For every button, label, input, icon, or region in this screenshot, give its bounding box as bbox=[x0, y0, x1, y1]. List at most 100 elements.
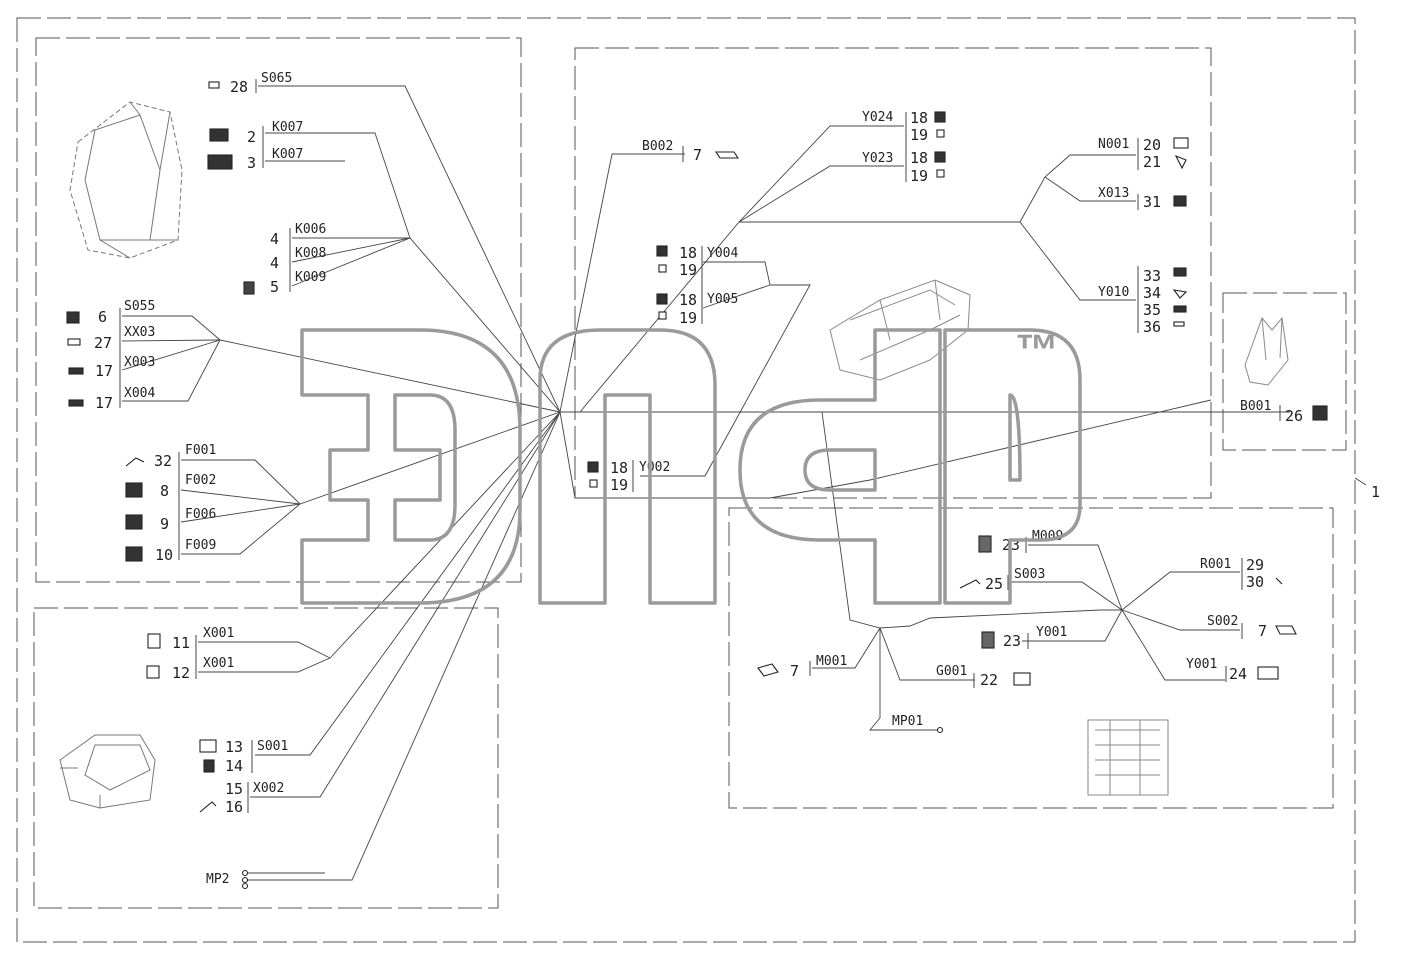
label-n001: N001 bbox=[1098, 137, 1129, 152]
label-y005: Y005 bbox=[707, 292, 738, 307]
label-y023: Y023 bbox=[862, 151, 893, 166]
label-x001-b: X001 bbox=[203, 656, 234, 671]
connector-3-icon bbox=[207, 154, 233, 170]
label-s065: S065 bbox=[261, 71, 292, 86]
seal-19c-icon bbox=[658, 264, 667, 273]
pos-15: 15 bbox=[225, 780, 243, 798]
label-k007-a: K007 bbox=[272, 120, 303, 135]
cab-illustration bbox=[69, 101, 183, 259]
pos-25: 25 bbox=[985, 575, 1003, 593]
pos-23-m009: 23 bbox=[1002, 536, 1020, 554]
reference-codes: S065 K007 K007 K006 K008 K009 S055 XX03 … bbox=[124, 71, 1271, 887]
label-s055: S055 bbox=[124, 299, 155, 314]
pos-28: 28 bbox=[230, 78, 248, 96]
pos-11: 11 bbox=[172, 634, 190, 652]
connector-7-b002-icon bbox=[714, 151, 740, 159]
connector-32-icon bbox=[125, 457, 145, 467]
pos-34: 34 bbox=[1143, 284, 1161, 302]
pos-7-m001: 7 bbox=[790, 662, 799, 680]
label-xx03: XX03 bbox=[124, 325, 155, 340]
connector-22-icon bbox=[1013, 672, 1031, 686]
connector-12-icon bbox=[146, 665, 160, 679]
engine-cover-illustration bbox=[59, 734, 156, 809]
seal-19d-icon bbox=[658, 311, 667, 320]
pos-19-y004: 19 bbox=[679, 261, 697, 279]
pos-13: 13 bbox=[225, 738, 243, 756]
pos-36: 36 bbox=[1143, 318, 1161, 336]
pos-14: 14 bbox=[225, 757, 243, 775]
label-x002: X002 bbox=[253, 781, 284, 796]
pos-24: 24 bbox=[1229, 665, 1247, 683]
connector-17b-icon bbox=[68, 399, 84, 407]
label-mp2: MP2 bbox=[206, 872, 229, 887]
terminal-36-icon bbox=[1173, 321, 1185, 327]
pos-17-b: 17 bbox=[95, 394, 113, 412]
connector-25-icon bbox=[959, 579, 981, 589]
connector-18e-icon bbox=[587, 461, 599, 473]
pos-27: 27 bbox=[94, 334, 112, 352]
connector-icons bbox=[66, 81, 1328, 890]
label-m001: M001 bbox=[816, 654, 847, 669]
connector-18c-icon bbox=[656, 245, 668, 257]
label-k008: K008 bbox=[295, 246, 326, 261]
seal-19e-icon bbox=[589, 479, 598, 488]
connector-28-icon bbox=[208, 81, 220, 89]
harness-wires bbox=[121, 85, 1290, 881]
position-numbers: 28 2 3 4 4 5 6 27 17 17 32 8 9 10 11 12 … bbox=[94, 78, 1380, 816]
leader-1 bbox=[1354, 477, 1367, 486]
pos-7-s002: 7 bbox=[1258, 622, 1267, 640]
label-x004: X004 bbox=[124, 386, 155, 401]
pos-18-y005: 18 bbox=[679, 291, 697, 309]
label-m009: M009 bbox=[1032, 529, 1063, 544]
label-r001: R001 bbox=[1200, 557, 1231, 572]
pos-4-a: 4 bbox=[270, 230, 279, 248]
label-g001: G001 bbox=[936, 664, 967, 679]
pos-3: 3 bbox=[247, 154, 256, 172]
pos-18-y024: 18 bbox=[910, 109, 928, 127]
connector-23a-icon bbox=[978, 535, 992, 553]
mp01-point-icon bbox=[936, 726, 944, 734]
pos-35: 35 bbox=[1143, 301, 1161, 319]
label-k007-b: K007 bbox=[272, 147, 303, 162]
connector-7-s002-icon bbox=[1275, 625, 1297, 635]
pos-2: 2 bbox=[247, 128, 256, 146]
pos-18-y002: 18 bbox=[610, 459, 628, 477]
label-y001-a: Y001 bbox=[1036, 625, 1067, 640]
label-s001: S001 bbox=[257, 739, 288, 754]
label-f006: F006 bbox=[185, 507, 216, 522]
pos-19-y002: 19 bbox=[610, 476, 628, 494]
connector-14-icon bbox=[203, 759, 215, 773]
label-f002: F002 bbox=[185, 473, 216, 488]
cab-frame bbox=[35, 37, 522, 583]
pos-31: 31 bbox=[1143, 193, 1161, 211]
connector-7-m001-icon bbox=[757, 663, 779, 677]
label-s003: S003 bbox=[1014, 567, 1045, 582]
pos-18-y023: 18 bbox=[910, 149, 928, 167]
pos-16: 16 bbox=[225, 798, 243, 816]
label-f009: F009 bbox=[185, 538, 216, 553]
engine-illustration bbox=[1087, 719, 1169, 796]
label-x001-a: X001 bbox=[203, 626, 234, 641]
pos-33: 33 bbox=[1143, 267, 1161, 285]
pos-22: 22 bbox=[980, 671, 998, 689]
connector-33-icon bbox=[1173, 267, 1187, 277]
label-f001: F001 bbox=[185, 443, 216, 458]
terminal-16-icon bbox=[199, 801, 217, 813]
label-x013: X013 bbox=[1098, 186, 1129, 201]
pos-7-b002: 7 bbox=[693, 146, 702, 164]
connector-17a-icon bbox=[68, 367, 84, 375]
pos-32: 32 bbox=[154, 452, 172, 470]
pos-6: 6 bbox=[98, 308, 107, 326]
mp2-point-b-icon bbox=[241, 876, 249, 884]
fuse-8-icon bbox=[125, 482, 143, 498]
seal-19b-icon bbox=[936, 169, 945, 178]
label-y024: Y024 bbox=[862, 110, 893, 125]
mp2-point-a-icon bbox=[241, 869, 249, 877]
connector-13-icon bbox=[199, 739, 217, 753]
connector-6-icon bbox=[66, 311, 80, 324]
pos-12: 12 bbox=[172, 664, 190, 682]
label-s002: S002 bbox=[1207, 614, 1238, 629]
connector-34-icon bbox=[1172, 289, 1188, 299]
pos-17-a: 17 bbox=[95, 362, 113, 380]
